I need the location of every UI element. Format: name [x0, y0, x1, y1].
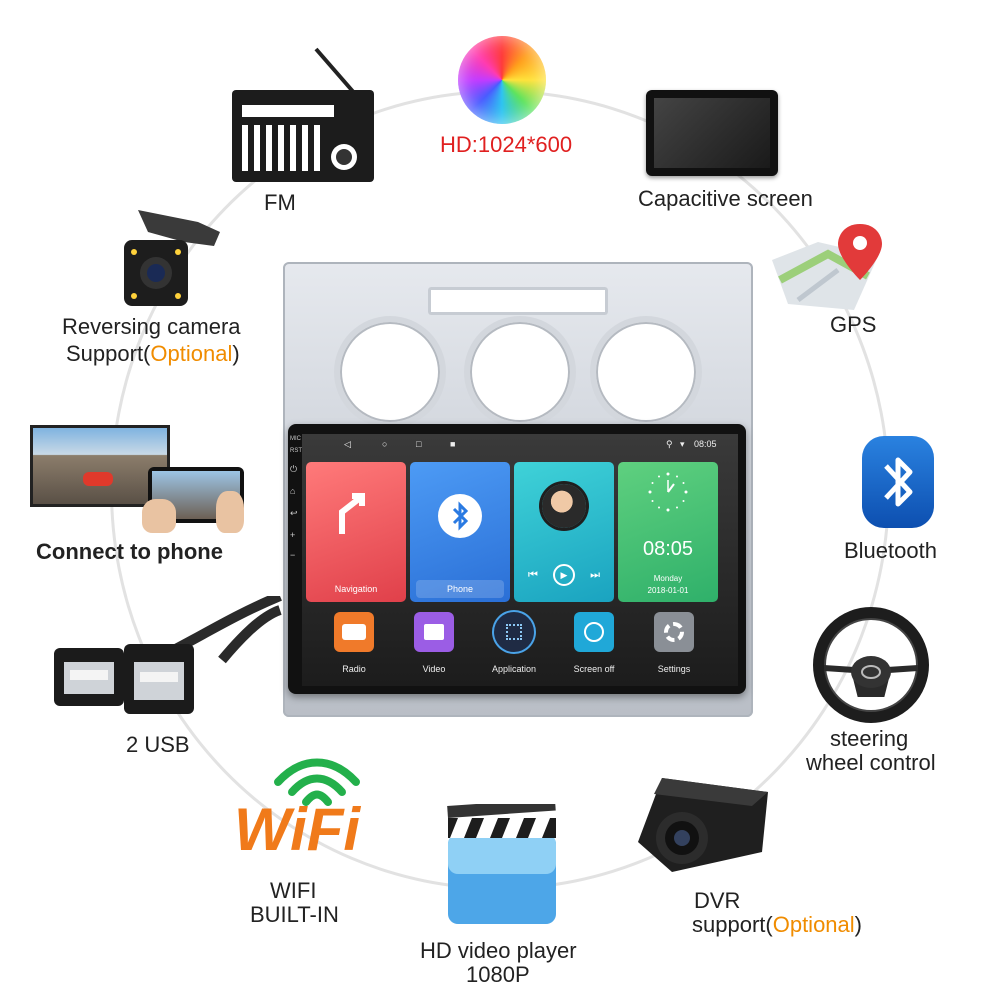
tile-clock[interactable]: 08:05 Monday 2018-01-01 — [618, 462, 718, 602]
radio-app-icon — [334, 612, 374, 652]
app-settings[interactable]: Settings — [634, 612, 714, 674]
usb-label: 2 USB — [126, 732, 190, 757]
steering-label-line2: wheel control — [806, 750, 936, 775]
tile-phone[interactable]: Phone — [410, 462, 510, 602]
tile-navigation[interactable]: Navigation — [306, 462, 406, 602]
clock-time: 08:05 — [642, 538, 694, 560]
optional-tag: Optional — [772, 912, 855, 937]
app-video-label: Video — [422, 664, 446, 674]
wifi-logo: WiFi — [234, 796, 361, 863]
ac-knob-right — [596, 322, 696, 422]
camera-label-line2: Support(Optional) — [66, 341, 240, 366]
reversing-camera-icon — [124, 210, 220, 306]
head-unit-screen: MIC RST ⏻ ⌂ ↩ + − ◁ ○ □ ■ ⚲ ▾ 08:05 Navi… — [288, 424, 746, 694]
gps-map-icon — [772, 224, 882, 310]
home-button[interactable]: ⌂ — [290, 486, 296, 496]
nav-home-icon[interactable]: ○ — [382, 439, 388, 449]
previous-track-icon[interactable]: ⏮ — [528, 568, 538, 581]
next-track-icon[interactable]: ⏭ — [590, 568, 600, 581]
app-application[interactable]: Application — [474, 612, 554, 674]
wifi-label-line1: WIFI — [270, 878, 317, 903]
gear-icon — [654, 612, 694, 652]
navigation-arrow-icon — [339, 493, 365, 534]
analog-clock-icon — [648, 472, 688, 512]
volume-up-button[interactable]: + — [290, 530, 296, 540]
tile-navigation-label: Navigation — [334, 584, 378, 594]
app-screen-off-label: Screen off — [573, 664, 615, 674]
play-icon[interactable]: ▶ — [553, 564, 575, 586]
color-wheel-icon — [458, 36, 546, 124]
hd-label: HD:1024*600 — [440, 132, 573, 157]
video-label-line2: 1080P — [466, 962, 530, 987]
gps-label: GPS — [830, 312, 877, 337]
android-display: ◁ ○ □ ■ ⚲ ▾ 08:05 Navigation Phone ⏮ ▶ — [302, 434, 738, 686]
nav-recent-icon[interactable]: □ — [416, 439, 422, 449]
bluetooth-badge-icon — [438, 494, 482, 538]
camera-label-line1: Reversing camera — [62, 314, 241, 339]
status-time: 08:05 — [694, 439, 717, 449]
screenshot-icon[interactable]: ■ — [450, 439, 456, 449]
phone-mirror-icon — [30, 425, 244, 533]
bluetooth-label: Bluetooth — [844, 538, 937, 563]
app-radio[interactable]: Radio — [314, 612, 394, 674]
radio-icon — [232, 47, 374, 182]
volume-down-button[interactable]: − — [290, 550, 296, 560]
app-video[interactable]: Video — [394, 612, 474, 674]
optional-tag: Optional — [150, 341, 233, 366]
tile-phone-label: Phone — [446, 584, 474, 594]
ac-knob-left — [340, 322, 440, 422]
wifi-signal-icon — [274, 758, 360, 806]
apps-grid-icon — [494, 612, 534, 652]
power-icon — [574, 612, 614, 652]
fm-label: FM — [264, 190, 296, 215]
app-screen-off[interactable]: Screen off — [554, 612, 634, 674]
ac-knob-center — [470, 322, 570, 422]
app-radio-label: Radio — [342, 664, 366, 674]
location-icon: ⚲ — [666, 439, 673, 449]
back-button[interactable]: ↩ — [290, 508, 298, 518]
side-button-bar: MIC RST ⏻ ⌂ ↩ + − — [288, 424, 302, 574]
dvr-camera-icon — [638, 778, 768, 872]
video-app-icon — [414, 612, 454, 652]
video-label-line1: HD video player — [420, 938, 577, 963]
nav-back-icon[interactable]: ◁ — [344, 439, 351, 449]
status-bar: ◁ ○ □ ■ ⚲ ▾ 08:05 — [316, 434, 738, 456]
dvr-label-line1: DVR — [694, 888, 741, 913]
steering-label-line1: steering — [830, 726, 909, 751]
clock-date: 2018-01-01 — [647, 586, 689, 595]
mic-label: MIC — [290, 436, 301, 442]
clock-day: Monday — [653, 574, 683, 583]
wifi-status-icon: ▾ — [680, 439, 685, 449]
steering-wheel-icon — [813, 607, 929, 723]
capacitive-screen-icon — [646, 90, 778, 176]
phone-label: Connect to phone — [36, 539, 223, 564]
tile-music[interactable]: ⏮ ▶ ⏭ — [514, 462, 614, 602]
album-art-icon — [542, 484, 586, 528]
usb-cable-icon — [54, 596, 282, 714]
dvr-label-line2: support(Optional) — [692, 912, 862, 937]
app-settings-label: Settings — [657, 664, 691, 674]
wifi-label-line2: BUILT-IN — [250, 902, 339, 927]
app-application-label: Application — [491, 664, 537, 674]
panel-slot — [428, 287, 608, 315]
reset-label: RST — [290, 448, 302, 454]
bluetooth-icon — [862, 436, 934, 528]
video-clapper-icon — [447, 804, 556, 924]
capacitive-label: Capacitive screen — [638, 186, 813, 211]
power-button[interactable]: ⏻ — [290, 464, 298, 474]
